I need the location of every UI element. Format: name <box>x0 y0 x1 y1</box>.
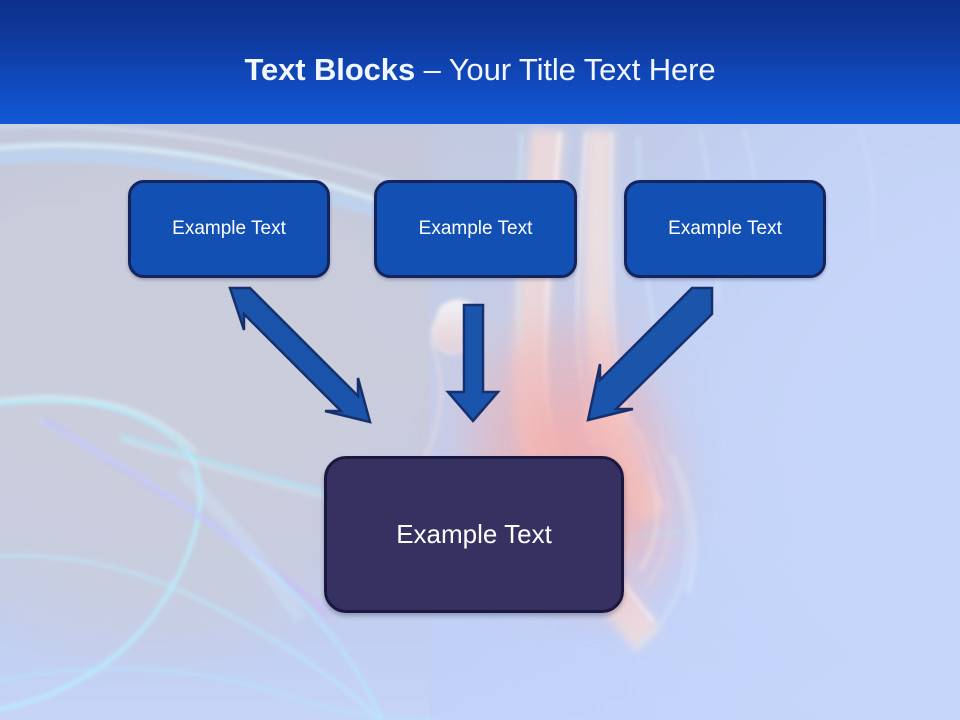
title-light-part: Your Title Text Here <box>448 52 716 87</box>
title-separator: – <box>415 52 449 87</box>
page-title: Text Blocks – Your Title Text Here <box>0 52 960 88</box>
title-band <box>0 0 960 124</box>
text-block-main[interactable]: Example Text <box>324 456 624 613</box>
text-block-3[interactable]: Example Text <box>624 180 826 278</box>
text-block-3-label: Example Text <box>668 218 782 239</box>
text-block-1-label: Example Text <box>172 218 286 239</box>
text-block-2-label: Example Text <box>418 218 533 239</box>
text-block-1[interactable]: Example Text <box>128 180 330 278</box>
text-block-main-label: Example Text <box>396 519 552 549</box>
text-block-2[interactable]: Example Text <box>374 180 577 278</box>
title-bold-part: Text Blocks <box>244 52 416 87</box>
